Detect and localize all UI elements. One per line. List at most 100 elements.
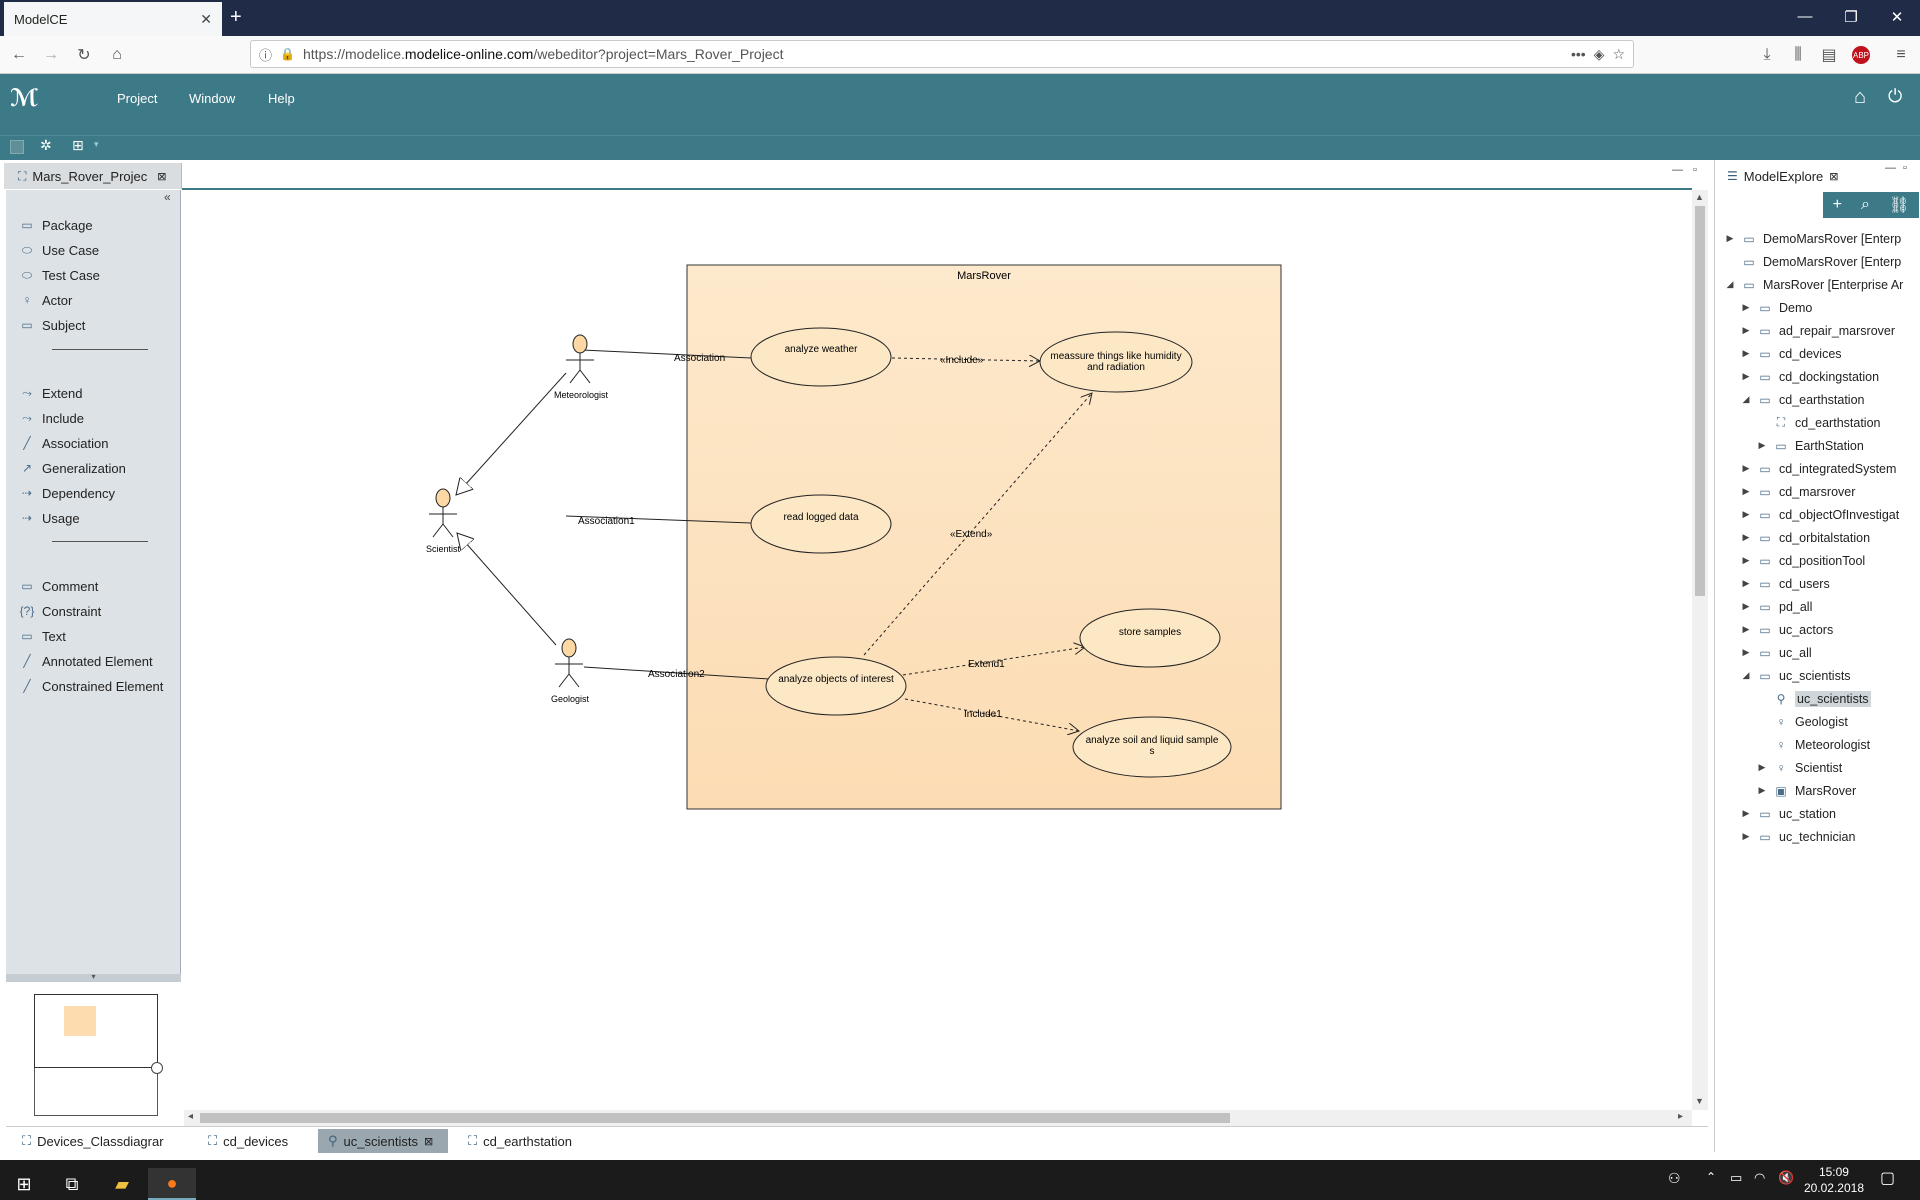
association2-geologist[interactable]	[583, 666, 770, 680]
close-tab-icon[interactable]: ⊠	[423, 1135, 434, 1148]
editor-tab[interactable]: ⛶ Mars_Rover_Projec ⊠	[4, 163, 182, 189]
menu-project[interactable]: Project	[117, 91, 158, 106]
outline-minimap[interactable]	[6, 980, 181, 1120]
palette-extend[interactable]: ⤳Extend	[20, 383, 82, 403]
power-icon[interactable]: ⏻	[1888, 86, 1903, 106]
tree-item[interactable]: ▶▭uc_station	[1721, 802, 1919, 825]
vertical-scrollbar[interactable]: ▲ ▼	[1692, 190, 1708, 1110]
generalization-meteorologist[interactable]	[456, 372, 567, 495]
collapsed-arrow-icon[interactable]: ▶	[1742, 325, 1750, 335]
wifi-icon[interactable]: ◠	[1754, 1170, 1766, 1185]
back-icon[interactable]: ←	[11, 46, 27, 63]
horizontal-scrollbar[interactable]: ◂ ▸	[184, 1110, 1692, 1126]
tree-item[interactable]: ◢▭uc_scientists	[1721, 664, 1919, 687]
menu-help[interactable]: Help	[268, 91, 295, 106]
search-icon[interactable]: ⌕	[1861, 196, 1870, 213]
tree-item[interactable]: ◢▭MarsRover [Enterprise Ar	[1721, 273, 1919, 296]
file-explorer-icon[interactable]: ▰	[115, 1173, 129, 1194]
tree-item[interactable]: ▶▭uc_actors	[1721, 618, 1919, 641]
tree-item[interactable]: ▶▣MarsRover	[1721, 779, 1919, 802]
tree-item[interactable]: ▶▭cd_users	[1721, 572, 1919, 595]
tab-uc-scientists[interactable]: ⚲uc_scientists⊠	[318, 1129, 448, 1153]
collapsed-arrow-icon[interactable]: ▶	[1742, 555, 1750, 565]
tab-cd-devices[interactable]: ⛶cd_devices	[198, 1129, 308, 1153]
collapsed-arrow-icon[interactable]: ▶	[1742, 532, 1750, 542]
collapsed-arrow-icon[interactable]: ▶	[1742, 371, 1750, 381]
home-icon[interactable]: ⌂	[112, 46, 122, 63]
palette-association[interactable]: ╱Association	[20, 433, 108, 453]
close-window-icon[interactable]: ✕	[1890, 9, 1904, 26]
pocket-icon[interactable]: ◈	[1593, 45, 1605, 62]
palette-test-case[interactable]: ⬭Test Case	[20, 265, 100, 285]
palette-dependency[interactable]: ⇢Dependency	[20, 483, 115, 503]
tree-item[interactable]: ♀Meteorologist	[1721, 733, 1919, 756]
actor-scientist[interactable]: Scientist	[426, 488, 461, 554]
collapsed-arrow-icon[interactable]: ▶	[1742, 601, 1750, 611]
close-explorer-icon[interactable]: ⊠	[1829, 170, 1839, 183]
collapse-palette-icon[interactable]: «	[164, 190, 171, 204]
association1-scientist[interactable]	[565, 515, 752, 524]
collapsed-arrow-icon[interactable]: ▶	[1742, 463, 1750, 473]
scroll-left-icon[interactable]: ◂	[188, 1111, 194, 1122]
collapsed-arrow-icon[interactable]: ▶	[1742, 509, 1750, 519]
tree-item[interactable]: ▶▭cd_marsrover	[1721, 480, 1919, 503]
tree-item[interactable]: ▶▭cd_dockingstation	[1721, 365, 1919, 388]
palette-constraint[interactable]: {?}Constraint	[20, 601, 102, 621]
tree-item[interactable]: ▶▭EarthStation	[1721, 434, 1919, 457]
save-icon[interactable]	[10, 140, 24, 154]
tray-chevron-icon[interactable]: ⌃	[1706, 1170, 1717, 1184]
tree-item[interactable]: ▶▭ad_repair_marsrover	[1721, 319, 1919, 342]
firefox-icon[interactable]: ●	[148, 1168, 196, 1200]
association-meteorologist[interactable]	[581, 349, 752, 359]
palette-generalization[interactable]: ↗Generalization	[20, 458, 126, 478]
usecase-read-logged-data[interactable]: read logged data	[750, 494, 892, 554]
palette-constrained-element[interactable]: ╱Constrained Element	[20, 676, 163, 696]
add-icon[interactable]: +	[1832, 196, 1842, 213]
palette-comment[interactable]: ▭Comment	[20, 576, 98, 596]
sidebar-icon[interactable]: ▤	[1821, 47, 1837, 64]
tree-item[interactable]: ◢▭cd_earthstation	[1721, 388, 1919, 411]
settings-icon[interactable]: ✲	[40, 137, 52, 153]
palette-text[interactable]: ▭Text	[20, 626, 66, 646]
menu-window[interactable]: Window	[189, 91, 236, 106]
link-icon[interactable]: ⛓	[1889, 197, 1910, 214]
extend-objects[interactable]	[863, 393, 1092, 656]
collapsed-arrow-icon[interactable]: ▶	[1758, 440, 1766, 450]
explorer-maximize-icon[interactable]: ▫	[1903, 162, 1907, 174]
collapsed-arrow-icon[interactable]: ▶	[1742, 624, 1750, 634]
palette-splitter[interactable]: ▾	[6, 973, 181, 981]
url-bar[interactable]: ⓘ 🔒 https://modelice.modelice-online.com…	[250, 40, 1634, 68]
tree-item[interactable]: ▶▭pd_all	[1721, 595, 1919, 618]
tree-item[interactable]: ▶▭uc_technician	[1721, 825, 1919, 848]
restore-icon[interactable]: ❐	[1844, 9, 1858, 26]
scroll-right-icon[interactable]: ▸	[1678, 1111, 1684, 1122]
tree-item[interactable]: ♀Geologist	[1721, 710, 1919, 733]
palette-use-case[interactable]: ⬭Use Case	[20, 240, 99, 260]
expanded-arrow-icon[interactable]: ◢	[1742, 670, 1750, 680]
expanded-arrow-icon[interactable]: ◢	[1726, 279, 1734, 289]
close-tab-icon[interactable]: ✕	[200, 10, 212, 27]
collapsed-arrow-icon[interactable]: ▶	[1758, 785, 1766, 795]
forward-icon[interactable]: →	[43, 46, 59, 63]
tree-item[interactable]: ▶▭cd_positionTool	[1721, 549, 1919, 572]
people-icon[interactable]: ⚇	[1668, 1170, 1681, 1186]
tree-item[interactable]: ▶▭cd_integratedSystem	[1721, 457, 1919, 480]
editor-minimize-icon[interactable]: —	[1672, 164, 1683, 176]
minimap-handle[interactable]	[151, 1062, 163, 1074]
scroll-down-icon[interactable]: ▼	[1695, 1096, 1704, 1106]
usecase-analyze-objects[interactable]: analyze objects of interest	[765, 656, 907, 716]
palette-annotated-element[interactable]: ╱Annotated Element	[20, 651, 152, 671]
usecase-analyze-soil[interactable]: analyze soil and liquid sample s	[1072, 716, 1232, 778]
bookmark-star-icon[interactable]: ☆	[1612, 45, 1625, 62]
page-actions-icon[interactable]: •••	[1570, 46, 1586, 62]
actor-geologist[interactable]: Geologist	[551, 638, 590, 704]
battery-icon[interactable]: ▭	[1730, 1170, 1743, 1185]
task-view-icon[interactable]: ⧉	[65, 1173, 79, 1194]
downloads-icon[interactable]: ⤓	[1763, 46, 1771, 63]
generalization-geologist[interactable]	[457, 533, 557, 646]
palette-usage[interactable]: ⇢Usage	[20, 508, 80, 528]
collapsed-arrow-icon[interactable]: ▶	[1742, 486, 1750, 496]
usecase-store-samples[interactable]: store samples	[1079, 608, 1221, 668]
scroll-up-icon[interactable]: ▲	[1695, 192, 1704, 202]
new-tab-icon[interactable]: +	[230, 6, 242, 28]
